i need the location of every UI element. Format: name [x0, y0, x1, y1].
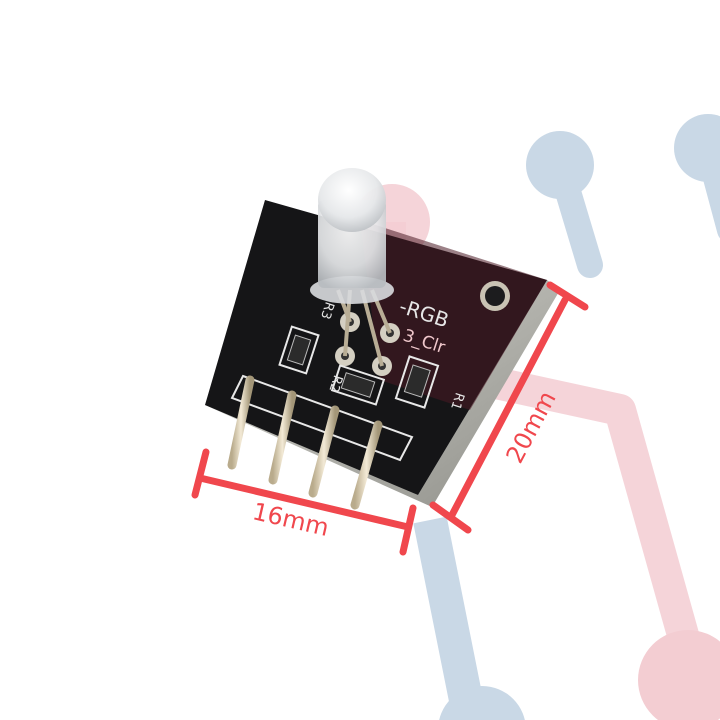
- resistor-r2: [330, 364, 386, 406]
- height-dimension: [429, 281, 589, 534]
- resistor-r3: [278, 325, 320, 375]
- rgb-led: [310, 168, 394, 367]
- header-pins: [227, 375, 383, 510]
- silkscreen-r1: R1: [447, 391, 467, 412]
- width-dimension: [191, 448, 417, 556]
- resistor-r1: [394, 355, 440, 409]
- silkscreen-r3: R3: [317, 300, 337, 321]
- silkscreen-r2: R2: [325, 373, 345, 394]
